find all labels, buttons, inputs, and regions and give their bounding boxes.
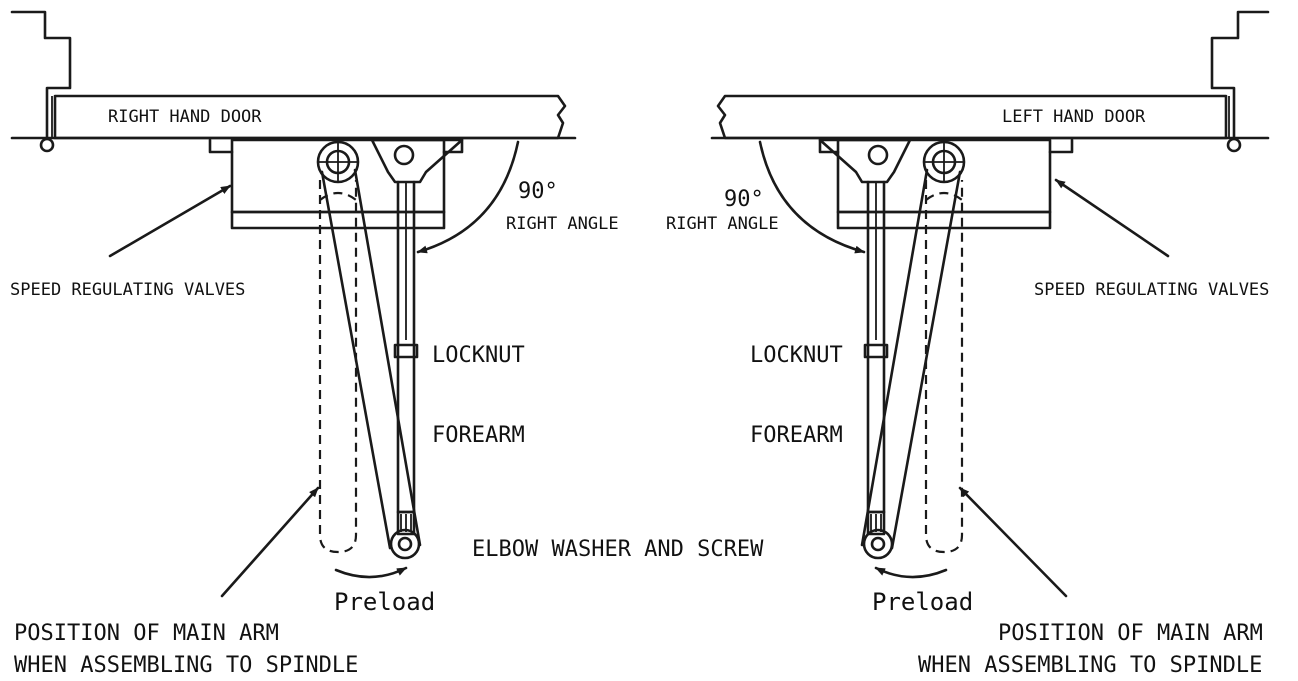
- left-hand-door-label: LEFT HAND DOOR: [1002, 107, 1146, 127]
- hinge-pivot-right: [1226, 137, 1242, 153]
- spindle-left: [316, 140, 360, 184]
- angle-value-label-left: 90°: [518, 179, 558, 204]
- forearm-rod-right: [863, 180, 889, 536]
- right-angle-label-left: RIGHT ANGLE: [506, 214, 619, 234]
- locknut-label-left: LOCKNUT: [432, 343, 525, 368]
- speed-valves-label-left: SPEED REGULATING VALVES: [10, 280, 245, 300]
- right-angle-label-right: RIGHT ANGLE: [666, 214, 779, 234]
- position-label-right-line1: POSITION OF MAIN ARM: [998, 621, 1263, 646]
- closer-body-left: [208, 138, 464, 230]
- main-arm-assembly-position-left: [318, 180, 358, 554]
- left-hand-door-leaf: [716, 94, 1228, 140]
- door-frame-left: [10, 10, 72, 140]
- position-label-left-line1: POSITION OF MAIN ARM: [14, 621, 279, 646]
- closer-body-right: [818, 138, 1074, 230]
- preload-arc-right: [874, 566, 948, 579]
- preload-label-left: Preload: [334, 588, 435, 616]
- angle-value-label-right: 90°: [724, 187, 764, 212]
- elbow-washer-label: ELBOW WASHER AND SCREW: [472, 537, 764, 562]
- hinge-pivot-left: [39, 137, 55, 153]
- right-angle-arc-right: [758, 140, 866, 254]
- right-hand-door-assembly: [10, 10, 577, 598]
- right-hand-door-label: RIGHT HAND DOOR: [108, 107, 262, 127]
- forearm-shoe-left: [370, 138, 464, 184]
- preload-arc-left: [334, 566, 408, 579]
- speed-valves-label-right: SPEED REGULATING VALVES: [1034, 280, 1269, 300]
- position-label-right-line2: WHEN ASSEMBLING TO SPINDLE: [918, 653, 1262, 678]
- forearm-shoe-right: [818, 138, 912, 184]
- elbow-joint-left: [389, 528, 421, 560]
- forearm-rod-left: [393, 180, 419, 536]
- locknut-label-right: LOCKNUT: [750, 343, 843, 368]
- elbow-joint-right: [862, 528, 894, 560]
- door-frame-right: [1210, 10, 1270, 140]
- forearm-label-right: FOREARM: [750, 423, 843, 448]
- position-label-left-line2: WHEN ASSEMBLING TO SPINDLE: [14, 653, 358, 678]
- main-arm-assembly-position-right: [924, 180, 964, 554]
- preload-label-right: Preload: [872, 588, 973, 616]
- forearm-label-left: FOREARM: [432, 423, 525, 448]
- right-angle-arc-left: [416, 140, 520, 254]
- left-hand-door-assembly: [710, 10, 1270, 598]
- spindle-right: [922, 140, 966, 184]
